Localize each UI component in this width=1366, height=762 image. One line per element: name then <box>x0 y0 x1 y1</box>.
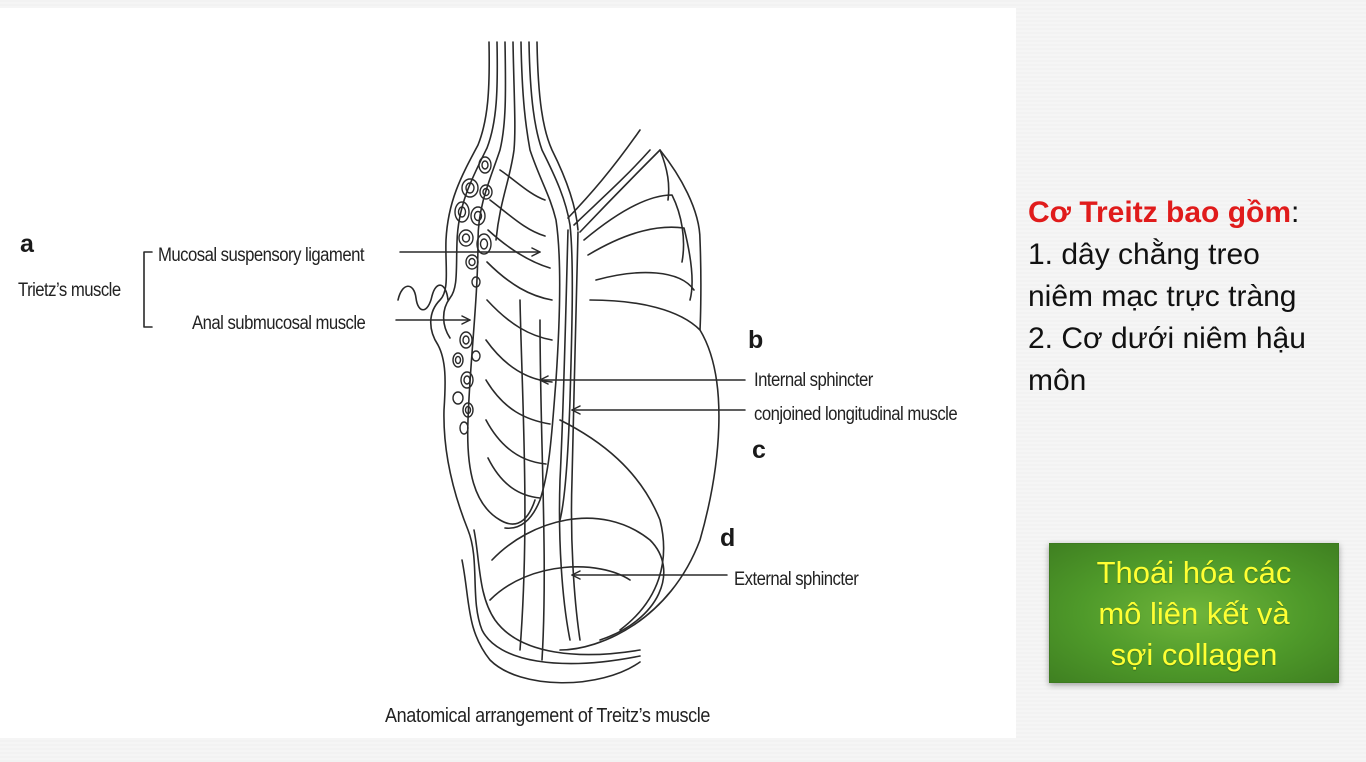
anatomy-drawing <box>143 41 746 684</box>
callout-line3: sợi collagen <box>1110 636 1278 672</box>
label-treitz-muscle: Trietz’s muscle <box>18 280 121 301</box>
label-anal-submucosal-muscle: Anal submucosal muscle <box>192 313 366 334</box>
label-internal-sphincter: Internal sphincter <box>754 370 873 391</box>
anatomy-figure: a Trietz’s muscle Mucosal suspensory lig… <box>0 8 1016 738</box>
figure-caption: Anatomical arrangement of Treitz’s muscl… <box>385 705 711 727</box>
side-item2-line1: 2. Cơ dưới niêm hậu <box>1028 322 1306 355</box>
side-item1-line2: niêm mạc trực tràng <box>1028 280 1297 313</box>
side-item2-line2: môn <box>1028 364 1087 397</box>
mucosal-wave <box>397 284 449 311</box>
side-heading: Cơ Treitz bao gồm: <box>1028 192 1358 234</box>
label-a: a <box>20 230 34 258</box>
label-conjoined-longitudinal-muscle: conjoined longitudinal muscle <box>754 404 958 425</box>
label-external-sphincter: External sphincter <box>734 569 859 590</box>
external-sphincter-outline <box>489 129 720 651</box>
treitz-bracket <box>143 251 153 328</box>
side-text-block: Cơ Treitz bao gồm: 1. dây chằng treo niê… <box>1028 192 1358 402</box>
label-c: c <box>752 436 766 464</box>
rectal-wall-lines <box>429 41 641 684</box>
gland-cluster-lower <box>452 331 481 435</box>
gland-cluster-upper <box>454 156 493 288</box>
label-d: d <box>720 524 736 552</box>
label-mucosal-suspensory-ligament: Mucosal suspensory ligament <box>158 245 365 266</box>
side-item1-line1: 1. dây chằng treo <box>1028 238 1260 271</box>
callout-box: Thoái hóa các mô liên kết và sợi collage… <box>1049 543 1339 683</box>
pointer-lines <box>395 247 746 580</box>
side-heading-highlight: Cơ Treitz bao gồm <box>1028 196 1292 229</box>
label-b: b <box>748 326 764 354</box>
conjoined-longitudinal-lines <box>519 229 581 661</box>
callout-line1: Thoái hóa các <box>1096 554 1292 590</box>
side-heading-colon: : <box>1291 196 1300 229</box>
callout-line2: mô liên kết và <box>1098 595 1290 631</box>
internal-sphincter-fibers <box>485 169 553 499</box>
